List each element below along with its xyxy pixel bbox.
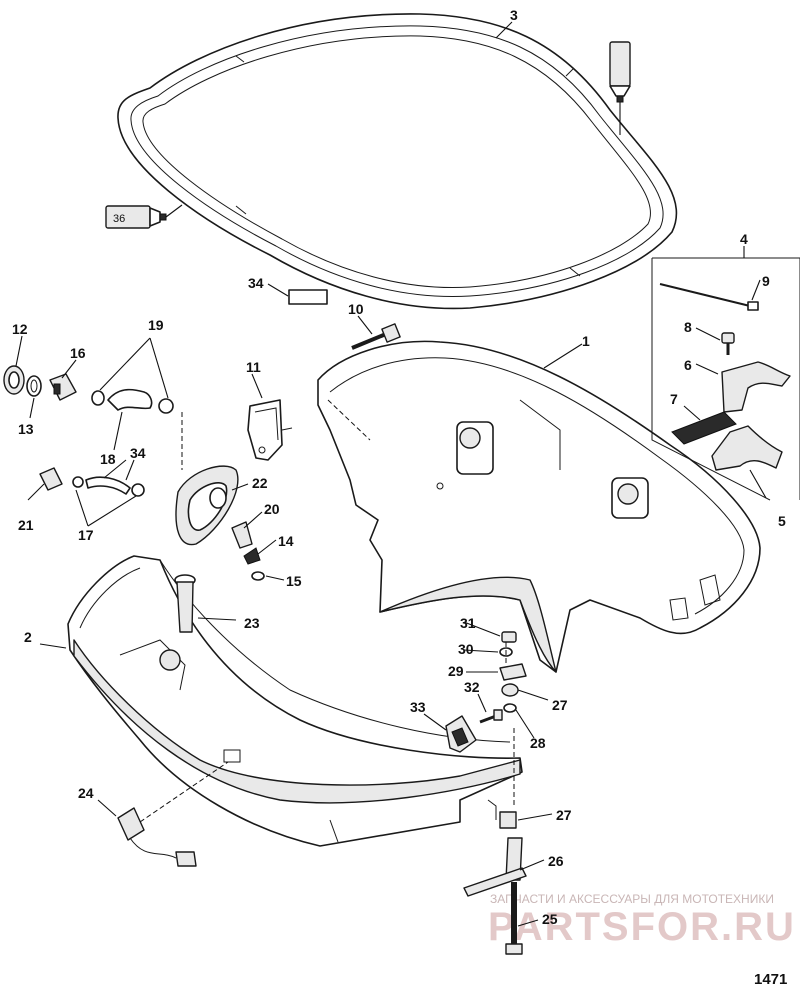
callout-15: 15	[286, 573, 302, 589]
bolt-part-25	[505, 882, 523, 955]
callout-23: 23	[244, 615, 260, 631]
grommet-part-12	[3, 365, 25, 395]
decal-part-34	[288, 289, 328, 305]
callout-9: 9	[762, 273, 770, 289]
callout-7: 7	[670, 391, 678, 407]
hose-part-18	[91, 388, 174, 414]
o-ring-part-13	[26, 375, 42, 397]
callout-20: 20	[264, 501, 280, 517]
callout-11: 11	[246, 359, 261, 375]
callout-32: 32	[464, 679, 480, 695]
callout-16: 16	[70, 345, 86, 361]
leader-lines	[15, 21, 767, 927]
bushing-part-27	[501, 683, 519, 697]
o-ring-part-28	[503, 703, 517, 713]
callout-8: 8	[684, 319, 692, 335]
latch-part-11	[247, 399, 293, 461]
connector-part-24	[117, 807, 197, 867]
callout-31: 31	[460, 615, 476, 631]
tube-label: 36	[113, 213, 125, 225]
fitting-part-20	[231, 521, 253, 549]
callout-10: 10	[348, 301, 364, 317]
cover-part-22	[175, 465, 239, 546]
grease-tube-icon	[609, 41, 631, 135]
callout-19: 19	[148, 317, 164, 333]
callout-28: 28	[530, 735, 546, 751]
hose-part-34	[72, 476, 145, 497]
screw-part-32	[479, 709, 503, 724]
tube-part-23	[174, 574, 196, 633]
watermark-brand: PARTSFOR.RU	[488, 905, 796, 949]
watermark-tagline: ЗАПЧАСТИ И АКСЕССУАРЫ ДЛЯ МОТОТЕХНИКИ	[490, 892, 774, 906]
callout-17: 17	[78, 527, 94, 543]
callout-2: 2	[24, 629, 32, 645]
callout-33: 33	[410, 699, 426, 715]
callout-21: 21	[18, 517, 34, 533]
callout-25: 25	[542, 911, 558, 927]
callout-22: 22	[252, 475, 268, 491]
washer-part-15	[251, 571, 265, 581]
top-cowl-part-1	[317, 340, 761, 673]
clip-part-14	[243, 547, 261, 565]
callout-27b: 27	[556, 807, 572, 823]
callout-29: 29	[448, 663, 464, 679]
nut-part-31	[501, 631, 517, 643]
latch-part-33	[445, 715, 477, 753]
callout-3: 3	[510, 7, 518, 23]
callout-6: 6	[684, 357, 692, 373]
callout-1: 1	[582, 333, 590, 349]
bottom-cowl-part-2	[67, 555, 523, 847]
sealant-tube-36-icon: 36	[105, 204, 183, 229]
callout-4: 4	[740, 231, 748, 247]
figure-number: 1471	[754, 971, 787, 988]
bolt-part-10	[351, 323, 401, 350]
callout-5: 5	[778, 513, 786, 529]
callout-30: 30	[458, 641, 474, 657]
callout-24: 24	[78, 785, 94, 801]
handle-part-26	[463, 837, 527, 897]
callout-27a: 27	[552, 697, 568, 713]
callout-13: 13	[18, 421, 34, 437]
inset-box	[651, 257, 800, 501]
callout-34a: 34	[248, 275, 264, 291]
clip-part-21	[39, 467, 63, 491]
callout-12: 12	[12, 321, 28, 337]
bushing-part-27b	[499, 811, 517, 829]
fitting-part-16	[49, 373, 77, 401]
callout-26: 26	[548, 853, 564, 869]
callout-34b: 34	[130, 445, 146, 461]
seal-ring-part-3	[117, 13, 678, 310]
callout-14: 14	[278, 533, 294, 549]
callouts: 3 1 4 9 8 6 7 5 10 11 12 13 16 19 18 34 …	[12, 7, 786, 927]
callout-18: 18	[100, 451, 116, 467]
bracket-part-29	[499, 663, 527, 681]
